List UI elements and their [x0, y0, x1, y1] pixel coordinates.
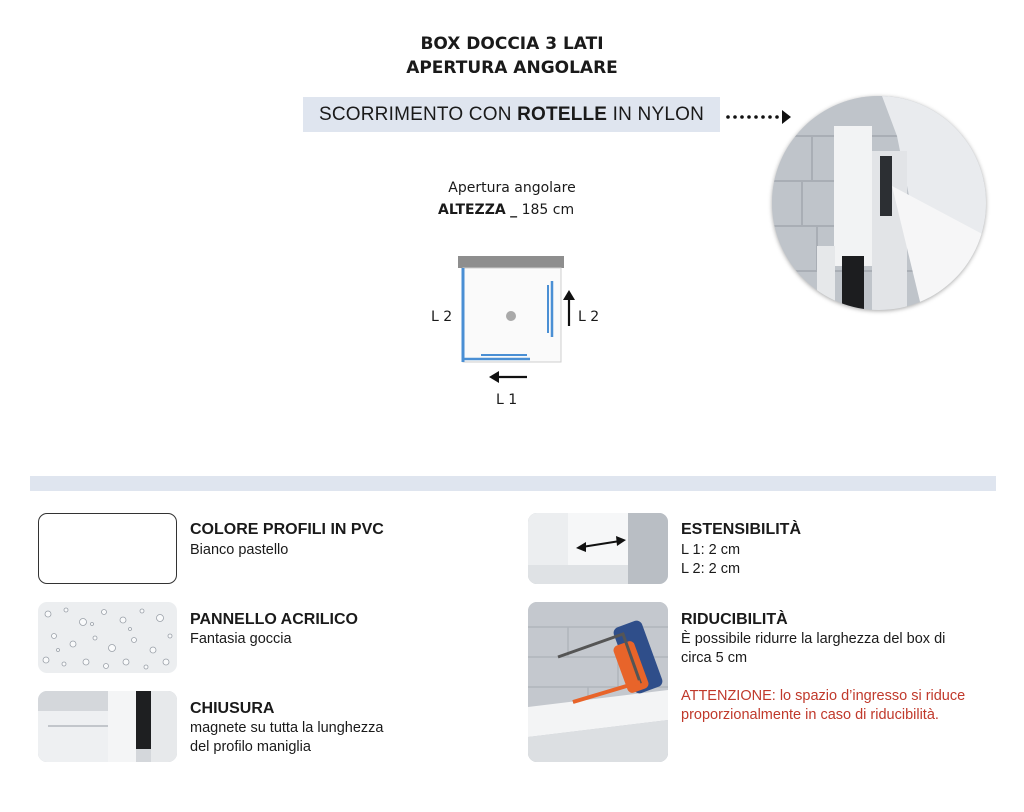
reducibility-saw-thumbnail	[528, 602, 668, 762]
height-label: ALTEZZA	[438, 202, 506, 218]
feature-title-closure: CHIUSURA	[190, 700, 275, 717]
arrow-up-icon	[563, 290, 575, 326]
reducibility-warning-l2: proporzionalmente in caso di riducibilit…	[681, 707, 939, 723]
feature-title-acrylic-panel: PANNELLO ACRILICO	[190, 611, 358, 628]
diagram-caption: Apertura angolare	[448, 180, 576, 196]
sliding-text-before: SCORRIMENTO CON	[318, 104, 518, 125]
feature-desc-closure-line2: del profilo maniglia	[190, 739, 311, 755]
feature-desc-reducibility-l2: circa 5 cm	[681, 650, 748, 666]
profile-color-swatch	[38, 513, 177, 584]
closure-magnet-thumbnail	[38, 691, 177, 762]
section-divider	[30, 476, 996, 491]
reducibility-warning-l1: ATTENZIONE: lo spazio d’ingresso si ridu…	[681, 688, 966, 704]
dotted-arrow-right-icon	[726, 110, 791, 124]
double-arrow-icon	[576, 536, 626, 552]
sliding-text-after: IN NYLON	[607, 104, 705, 125]
sliding-feature-band: SCORRIMENTO CON ROTELLE IN NYLON	[303, 97, 720, 132]
height-sep: _	[510, 202, 518, 218]
feature-desc-closure-line1: magnete su tutta la lunghezza	[190, 720, 384, 736]
shower-top-view-diagram	[458, 256, 564, 363]
page-title-line2: APERTURA ANGOLARE	[406, 58, 618, 78]
roller-detail-photo	[772, 96, 986, 310]
feature-title-extensibility: ESTENSIBILITÀ	[681, 521, 802, 538]
feature-desc-profile-color: Bianco pastello	[190, 542, 289, 558]
feature-desc-reducibility-l1: È possibile ridurre la larghezza del box…	[681, 631, 946, 647]
height-value: 185 cm	[521, 202, 575, 218]
page-title-line1: BOX DOCCIA 3 LATI	[420, 34, 604, 54]
acrylic-panel-thumbnail	[38, 602, 177, 673]
feature-desc-acrylic-panel: Fantasia goccia	[190, 631, 292, 647]
feature-title-reducibility: RIDUCIBILITÀ	[681, 611, 788, 628]
extensibility-thumbnail	[528, 513, 668, 584]
feature-desc-extensibility-l1: L 1: 2 cm	[681, 542, 741, 558]
height-spec: ALTEZZA _ 185 cm	[438, 200, 574, 220]
feature-desc-extensibility-l2: L 2: 2 cm	[681, 561, 741, 577]
arrow-left-icon	[489, 371, 527, 383]
sliding-text-bold: ROTELLE	[517, 104, 608, 125]
label-bottom-l1: L 1	[496, 392, 518, 408]
label-right-l2: L 2	[578, 309, 600, 325]
feature-title-profile-color: COLORE PROFILI IN PVC	[190, 521, 384, 538]
label-left-l2: L 2	[431, 309, 453, 325]
